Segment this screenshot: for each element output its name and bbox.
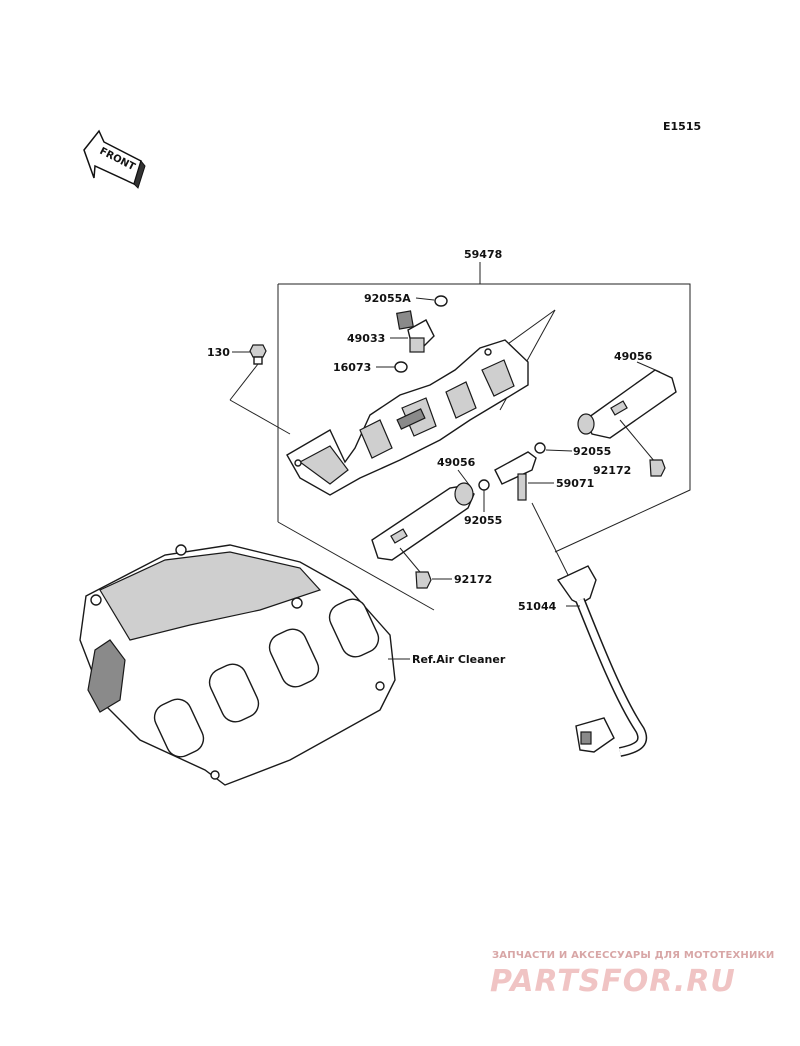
svg-text:49056: 49056 — [437, 456, 476, 469]
assembly-frame — [229, 262, 691, 611]
svg-text:51044: 51044 — [518, 600, 557, 613]
part-16073[interactable]: 16073 — [333, 361, 408, 374]
part-49056-right[interactable]: 49056 — [577, 350, 677, 439]
part-49033[interactable]: 49033 — [347, 310, 435, 353]
svg-text:49056: 49056 — [614, 350, 653, 363]
part-130[interactable]: 130 — [207, 344, 267, 401]
diagram-code: E1515 — [663, 120, 701, 133]
svg-text:49033: 49033 — [347, 332, 385, 345]
part-51044[interactable]: 51044 — [518, 502, 648, 757]
part-92055-left[interactable]: 92055 — [464, 479, 502, 527]
svg-text:16073: 16073 — [333, 361, 371, 374]
part-59478[interactable]: 59478 — [464, 248, 502, 261]
svg-text:92172: 92172 — [593, 464, 631, 477]
fuel-rail-body — [286, 339, 529, 496]
part-59071[interactable]: 59071 — [494, 451, 594, 501]
part-49056-left[interactable]: 49056 — [371, 456, 476, 561]
part-92055a[interactable]: 92055A — [364, 292, 448, 307]
svg-text:92055: 92055 — [464, 514, 502, 527]
svg-text:130: 130 — [207, 346, 230, 359]
svg-text:92055A: 92055A — [364, 292, 411, 305]
part-92055-right[interactable]: 92055 — [534, 442, 611, 458]
front-arrow-icon: FRONT — [83, 129, 146, 189]
air-cleaner-housing — [79, 544, 396, 786]
part-92172-right[interactable]: 92172 — [593, 419, 666, 477]
ref-air-cleaner: Ref.Air Cleaner — [388, 653, 506, 666]
svg-text:59071: 59071 — [556, 477, 594, 490]
part-92172-left[interactable]: 92172 — [399, 547, 492, 589]
svg-text:92172: 92172 — [454, 573, 492, 586]
watermark-tagline: ЗАПЧАСТИ И АКСЕССУАРЫ ДЛЯ МОТОТЕХНИКИ — [492, 950, 775, 961]
svg-text:Ref.Air Cleaner: Ref.Air Cleaner — [412, 653, 506, 666]
watermark-brand: PARTSFOR.RU — [490, 964, 736, 999]
svg-text:92055: 92055 — [573, 445, 611, 458]
